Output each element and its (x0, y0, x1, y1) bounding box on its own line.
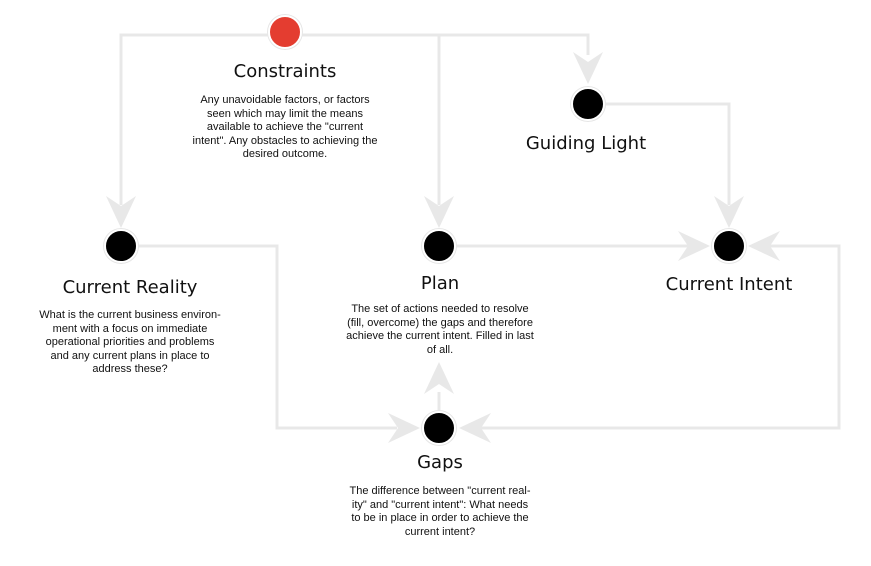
arrowhead (106, 196, 136, 228)
guiding-light-node[interactable] (571, 87, 605, 121)
gaps-title: Gaps (417, 452, 463, 473)
arrowhead (459, 413, 491, 443)
arrowhead (388, 413, 420, 443)
guiding-light-title: Guiding Light (525, 133, 647, 154)
arrowhead (678, 231, 710, 261)
edge-current-intent-to-gaps (480, 244, 841, 430)
arrowhead (573, 52, 603, 84)
current-reality-title: Current Reality (62, 277, 198, 298)
edge-start-to-current-reality (119, 33, 270, 205)
edge-start-to-guiding-light (301, 33, 590, 55)
edge-current-reality-to-gaps (138, 244, 397, 430)
plan-node[interactable] (422, 229, 456, 263)
current-reality-description: What is the current business environ- me… (39, 309, 221, 375)
arrowhead (424, 362, 454, 394)
arrowhead (748, 231, 780, 261)
gaps-node[interactable] (422, 411, 456, 445)
arrowhead (714, 196, 744, 228)
edge-guiding-light-to-current-intent (605, 102, 731, 205)
gaps-description: The difference between "current real- it… (349, 485, 531, 538)
current-reality-node[interactable] (104, 229, 138, 263)
plan-title: Plan (420, 273, 460, 294)
constraints-title: Constraints (233, 61, 337, 82)
plan-description: The set of actions needed to resolve (fi… (346, 303, 534, 356)
arrowhead (424, 196, 454, 228)
current-intent-title: Current Intent (665, 274, 793, 295)
start-node[interactable] (268, 15, 302, 49)
current-intent-node[interactable] (712, 229, 746, 263)
constraints-description: Any unavoidable factors, or factors seen… (192, 94, 378, 160)
